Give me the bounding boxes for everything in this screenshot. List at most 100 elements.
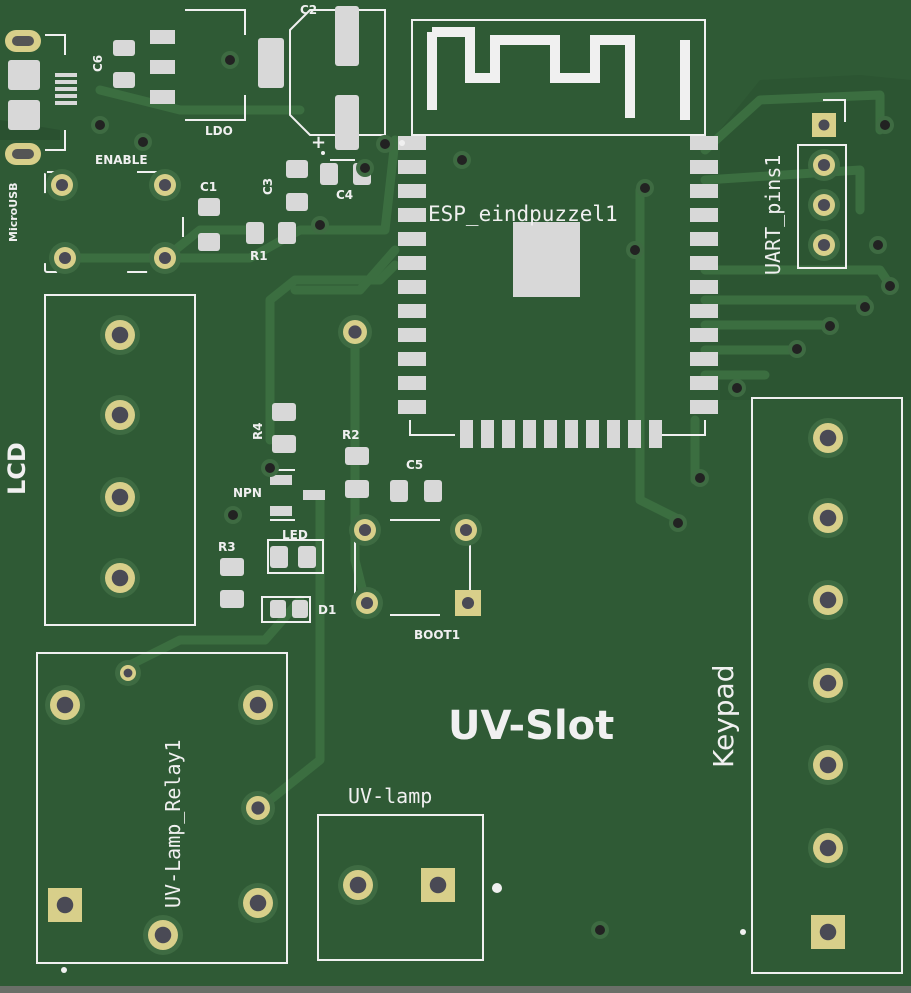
label-plus: +	[311, 132, 327, 153]
label-c1: C1	[200, 180, 218, 194]
boot-pad-drill	[459, 523, 473, 537]
relay-outline	[36, 652, 288, 964]
antenna-trace	[427, 27, 690, 120]
via-hole	[860, 302, 870, 312]
label-uvlamp: UV-lamp	[348, 784, 433, 808]
lcd-outline	[44, 294, 196, 626]
led-outline	[267, 539, 324, 574]
silkscreen	[36, 9, 903, 974]
label-c4: C4	[336, 188, 354, 202]
via-hole	[792, 344, 802, 354]
usb-outline	[45, 34, 66, 151]
trace-mid	[290, 245, 400, 295]
trace-uart1	[700, 90, 885, 155]
trace-usb	[95, 85, 305, 115]
board-title: UV-Slot	[448, 703, 615, 749]
via-hole	[138, 137, 148, 147]
via-hole	[732, 383, 742, 393]
via-hole	[873, 240, 883, 250]
label-npn: NPN	[233, 486, 262, 500]
boot-pad-drill	[358, 523, 372, 537]
trace-r1	[160, 135, 400, 263]
relay-pad-drill	[249, 696, 267, 714]
silk-dot	[321, 151, 325, 155]
silk-dot	[399, 140, 405, 146]
lcd-pad-drill	[111, 406, 129, 424]
enable-pad-drill	[158, 178, 172, 192]
uart-pad-drill	[817, 158, 831, 172]
keypad-pad-drill	[819, 429, 837, 447]
boot-pad-drill	[360, 596, 374, 610]
usb-mount-slots	[5, 30, 41, 165]
label-boot: BOOT1	[414, 628, 461, 642]
label-ldo: LDO	[205, 124, 233, 138]
label-c2: C2	[300, 3, 318, 17]
relay-pad-drill	[251, 801, 265, 815]
uvlamp-pad-1-drill	[429, 876, 447, 894]
label-r4: R4	[251, 422, 265, 440]
via-hole	[228, 510, 238, 520]
via-hole	[673, 518, 683, 528]
keypad-pad-drill	[819, 756, 837, 774]
lcd-pad-drill	[111, 488, 129, 506]
esp-outline	[409, 420, 706, 436]
keypad-pad-1-drill	[819, 923, 837, 941]
trace-npn	[265, 260, 400, 445]
label-keypad: Keypad	[707, 664, 740, 768]
trace-enable	[60, 225, 255, 263]
uart-pad-drill	[817, 198, 831, 212]
antenna-outline	[411, 19, 706, 136]
via-hole	[380, 139, 390, 149]
label-microusb: MicroUSB	[7, 182, 20, 242]
via-hole	[885, 281, 895, 291]
label-c6: C6	[91, 54, 105, 72]
enable-pad-drill	[55, 178, 69, 192]
label-esp: ESP_eindpuzzel1	[428, 202, 618, 226]
uvlamp-outline	[317, 814, 484, 961]
label-c5: C5	[406, 458, 424, 472]
through-hole-pads	[45, 113, 848, 955]
label-r1: R1	[250, 249, 268, 263]
via-hole	[630, 245, 640, 255]
relay-pad-drill	[56, 696, 74, 714]
board-edge	[0, 986, 911, 993]
via-pad-drill	[348, 325, 362, 339]
enable-pad-drill	[58, 251, 72, 265]
trace-d1	[115, 595, 305, 675]
keypad-outline	[751, 397, 903, 974]
traces	[60, 85, 895, 813]
keypad-pad-drill	[819, 591, 837, 609]
silk-dot	[740, 929, 746, 935]
boot-outline	[354, 519, 471, 616]
uvlamp-pad-drill	[349, 876, 367, 894]
lcd-pad-drill	[111, 326, 129, 344]
via-hole	[95, 120, 105, 130]
label-lcd: LCD	[3, 442, 31, 495]
d1-outline	[261, 596, 311, 623]
vias	[61, 51, 899, 973]
via-hole	[225, 55, 235, 65]
relay-pad-drill	[154, 926, 172, 944]
silk-dot	[492, 883, 502, 893]
uart-pin1-mark	[823, 99, 846, 122]
label-enable: ENABLE	[95, 153, 148, 167]
smd-pads	[8, 6, 718, 618]
label-relay: UV-Lamp_Relay1	[161, 739, 185, 908]
via-hole	[265, 463, 275, 473]
boot-pad-1-drill	[461, 596, 475, 610]
label-r3: R3	[218, 540, 236, 554]
via-hole	[457, 155, 467, 165]
via-hole	[595, 925, 605, 935]
via-hole	[360, 163, 370, 173]
trace-esp-left	[635, 185, 685, 525]
enable-outline	[44, 171, 184, 273]
relay-pad-1-drill	[56, 896, 74, 914]
keypad-pad-drill	[819, 674, 837, 692]
uart-pad-drill	[817, 238, 831, 252]
label-r2: R2	[342, 428, 360, 442]
keypad-pad-drill	[819, 509, 837, 527]
enable-pad-drill	[158, 251, 172, 265]
